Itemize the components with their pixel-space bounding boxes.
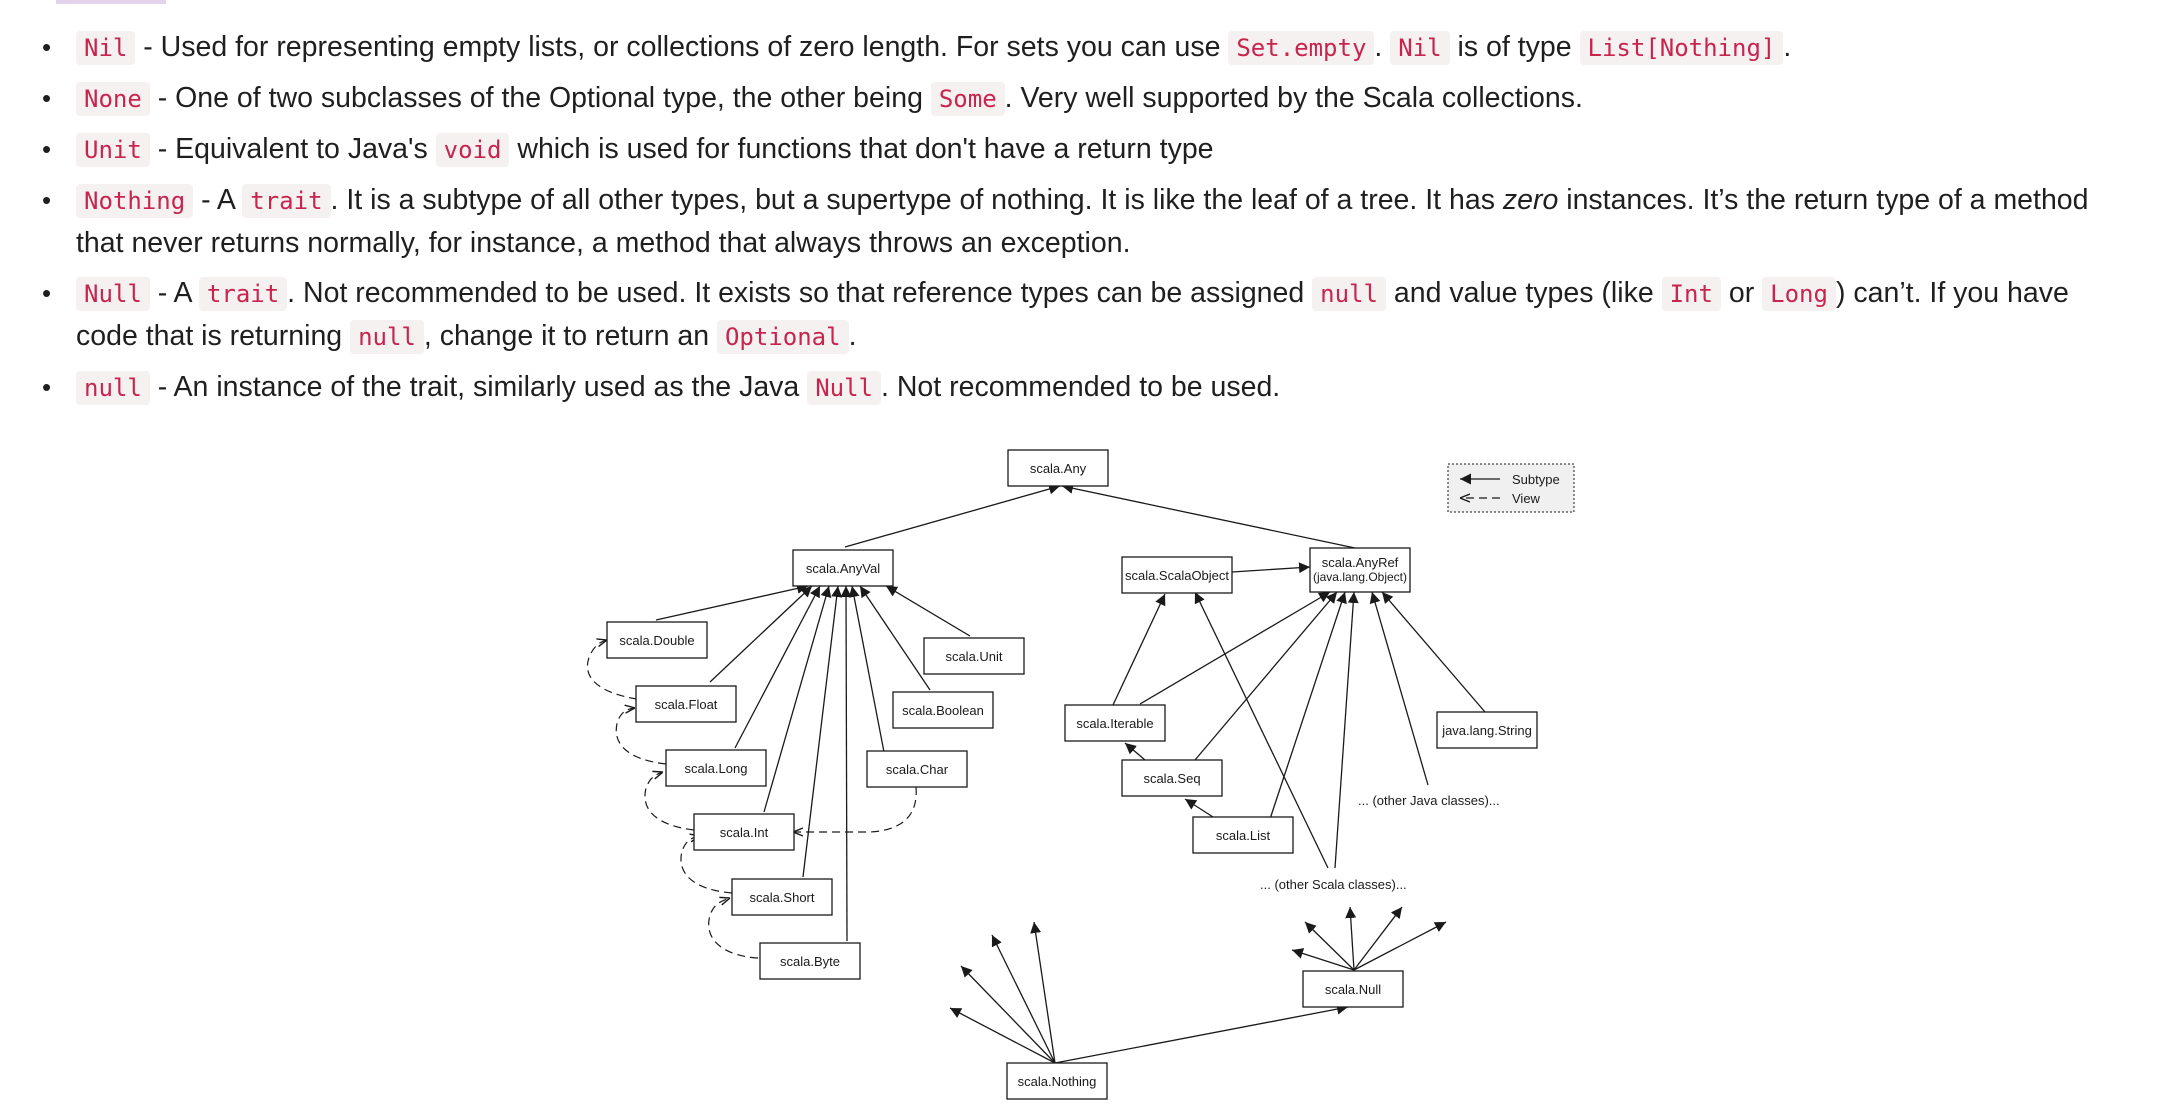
node-scala-boolean: scala.Boolean: [892, 691, 994, 729]
code-span: Optional: [716, 320, 849, 354]
item-text: , change it to return an: [423, 320, 717, 352]
top-accent-bar: [56, 0, 166, 4]
item-text: .: [848, 320, 857, 352]
code-span: trait: [198, 277, 288, 311]
node-label: scala.Seq: [1143, 771, 1200, 786]
list-item-unit: Unit - Equivalent to Java's void which i…: [42, 128, 2096, 171]
node-scala-seq: scala.Seq: [1121, 759, 1223, 797]
node-scala-scalaobject: scala.ScalaObject: [1121, 556, 1233, 594]
node-label: scala.Byte: [780, 954, 840, 969]
node-scala-null: scala.Null: [1302, 970, 1404, 1008]
item-text: - An instance of the trait, similarly us…: [149, 371, 808, 403]
legend: Subtype View: [1447, 463, 1575, 513]
node-scala-iterable: scala.Iterable: [1064, 704, 1166, 742]
code-span: void: [435, 133, 510, 167]
code-span: trait: [242, 184, 331, 218]
view-edges: [586, 640, 917, 959]
item-text: and value types (like: [1385, 277, 1662, 309]
code-span: Long: [1762, 277, 1836, 311]
item-text: - Equivalent to Java's: [149, 133, 436, 165]
code-span: Nil: [1390, 31, 1450, 65]
code-span: Nil: [76, 31, 136, 65]
code-span: null: [76, 371, 150, 405]
list-item-none: None - One of two subclasses of the Opti…: [42, 77, 2096, 120]
node-java-lang-string: java.lang.String: [1436, 711, 1538, 749]
code-span: List[Nothing]: [1579, 31, 1784, 65]
node-label: scala.Iterable: [1076, 716, 1153, 731]
other-scala-classes-label: ... (other Scala classes)...: [1260, 877, 1407, 892]
node-scala-byte: scala.Byte: [759, 942, 861, 980]
item-text: .: [1783, 31, 1792, 63]
node-label: scala.Unit: [945, 649, 1002, 664]
code-span: None: [76, 82, 150, 116]
node-scala-float: scala.Float: [635, 685, 737, 723]
item-text: or: [1720, 277, 1763, 309]
node-scala-anyval: scala.AnyVal: [792, 549, 894, 587]
list-item-null-trait: Null - A trait. Not recommended to be us…: [42, 272, 2096, 358]
node-scala-short: scala.Short: [731, 878, 833, 916]
item-text: . Not recommended to be used. It exists …: [287, 277, 1313, 309]
node-label: scala.Nothing: [1018, 1074, 1097, 1089]
code-span: Null: [76, 277, 150, 311]
node-label: scala.Long: [685, 761, 748, 776]
node-scala-double: scala.Double: [606, 621, 708, 659]
code-span: null: [350, 320, 424, 354]
item-text: .: [1374, 31, 1391, 63]
node-label: scala.Float: [655, 697, 718, 712]
code-span: Set.empty: [1228, 31, 1375, 65]
list-item-null-value: null - An instance of the trait, similar…: [42, 366, 2096, 409]
list-item-nil: Nil - Used for representing empty lists,…: [42, 26, 2096, 69]
node-label: scala.List: [1216, 828, 1271, 843]
list-item-nothing: Nothing - A trait. It is a subtype of al…: [42, 179, 2096, 264]
node-label: scala.ScalaObject: [1125, 568, 1229, 583]
node-scala-unit: scala.Unit: [923, 637, 1025, 675]
node-label: scala.AnyVal: [806, 561, 880, 576]
node-sublabel: (java.lang.Object): [1313, 570, 1407, 584]
item-text: ) can’t. If you have code that is return…: [76, 277, 2069, 352]
code-span: null: [1312, 277, 1386, 311]
node-label: scala.Double: [619, 633, 694, 648]
other-java-classes-label: ... (other Java classes)...: [1358, 793, 1500, 808]
node-scala-int: scala.Int: [693, 813, 795, 851]
code-span: Int: [1661, 277, 1721, 311]
node-scala-anyref: scala.AnyRef (java.lang.Object): [1309, 547, 1411, 593]
item-text: . Not recommended to be used.: [881, 371, 1281, 403]
legend-subtype-label: Subtype: [1512, 472, 1560, 487]
node-label: scala.Boolean: [902, 703, 984, 718]
item-text: - A: [193, 184, 243, 216]
code-span: Nothing: [76, 184, 194, 218]
node-scala-char: scala.Char: [866, 750, 968, 788]
item-text: . It is a subtype of all other types, bu…: [330, 184, 1503, 216]
node-label: scala.Short: [749, 890, 814, 905]
node-scala-nothing: scala.Nothing: [1006, 1062, 1108, 1100]
definition-list: Nil - Used for representing empty lists,…: [0, 26, 2096, 417]
item-text: which is used for functions that don't h…: [509, 133, 1214, 165]
item-text: - Used for representing empty lists, or …: [135, 31, 1229, 63]
node-label: scala.Char: [886, 762, 949, 777]
node-scala-any: scala.Any: [1007, 449, 1109, 487]
code-span: Null: [807, 371, 881, 405]
node-scala-long: scala.Long: [665, 749, 767, 787]
node-label: scala.Null: [1325, 982, 1381, 997]
item-text: - One of two subclasses of the Optional …: [149, 82, 931, 114]
item-text: is of type: [1449, 31, 1580, 63]
node-label: scala.Int: [720, 825, 769, 840]
node-label: scala.AnyRef: [1322, 555, 1399, 570]
item-text: . Very well supported by the Scala colle…: [1004, 82, 1583, 114]
node-scala-list: scala.List: [1192, 816, 1294, 854]
item-text: instances. It’s the return type of a met…: [76, 184, 2089, 259]
code-span: Unit: [76, 133, 150, 167]
legend-view-label: View: [1512, 491, 1541, 506]
item-emphasis: zero: [1502, 184, 1559, 216]
node-label: java.lang.String: [1441, 723, 1532, 738]
code-span: Some: [930, 82, 1005, 116]
subtype-edges: [655, 482, 1486, 1064]
node-label: scala.Any: [1030, 461, 1087, 476]
item-text: - A: [149, 277, 199, 309]
